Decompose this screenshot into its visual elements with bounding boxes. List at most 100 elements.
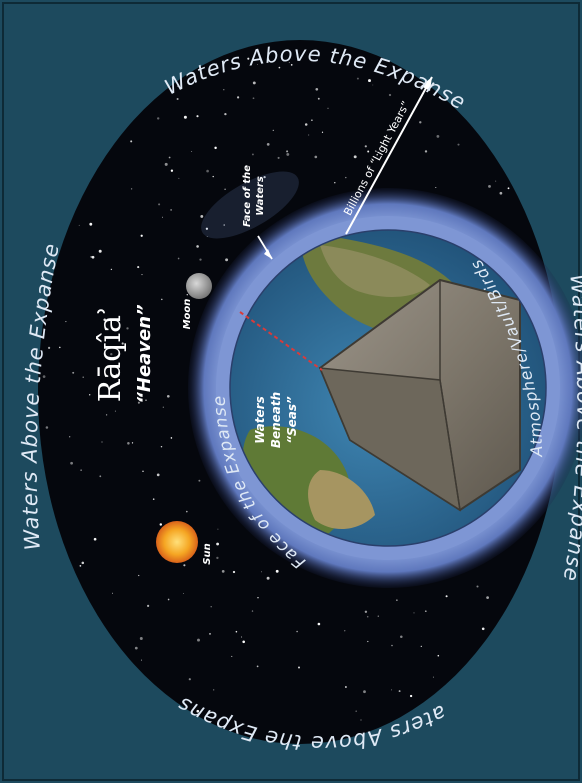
star — [59, 346, 61, 349]
star — [432, 676, 434, 678]
star — [197, 638, 200, 642]
star — [247, 57, 250, 60]
star — [286, 150, 289, 153]
earth — [230, 230, 546, 546]
star — [139, 637, 143, 640]
star — [213, 689, 215, 691]
star — [317, 622, 321, 626]
star — [317, 97, 320, 100]
star — [266, 143, 270, 146]
star — [419, 121, 422, 124]
star — [321, 131, 324, 133]
star — [89, 222, 93, 226]
star — [424, 610, 427, 613]
star — [209, 633, 211, 635]
raqia-title-group: Rāqîaʾ — [93, 306, 128, 402]
star — [69, 436, 71, 438]
star — [159, 523, 163, 526]
star — [215, 63, 218, 65]
star — [409, 694, 413, 698]
star — [196, 245, 199, 248]
star — [183, 564, 186, 567]
star — [364, 145, 367, 148]
star — [206, 235, 208, 237]
star — [45, 426, 49, 429]
star — [263, 175, 266, 179]
heaven-subtitle-group: “Heaven” — [134, 304, 155, 404]
star — [376, 154, 378, 156]
star — [98, 249, 102, 253]
star — [223, 89, 225, 91]
star — [72, 371, 75, 374]
star — [140, 234, 143, 237]
star — [168, 156, 171, 159]
star — [353, 155, 357, 159]
face-of-waters-label-line2: Waters — [255, 176, 266, 216]
star — [148, 342, 150, 344]
star — [224, 188, 226, 191]
star — [198, 479, 201, 482]
star — [212, 175, 214, 178]
star — [162, 406, 164, 408]
star — [298, 666, 300, 669]
star — [360, 719, 362, 721]
star — [251, 153, 254, 156]
star — [367, 150, 370, 153]
star — [224, 112, 227, 116]
star — [110, 353, 113, 356]
star — [275, 569, 279, 573]
waters-beneath-line3: “Seas” — [285, 396, 299, 444]
star — [344, 630, 346, 632]
star — [176, 85, 179, 87]
star — [152, 498, 155, 500]
earth-rim — [229, 229, 547, 547]
star — [214, 146, 217, 150]
star — [196, 115, 199, 118]
star — [156, 473, 160, 477]
star — [112, 592, 114, 594]
star — [221, 570, 225, 573]
star — [115, 373, 118, 376]
star — [437, 654, 440, 657]
star — [126, 327, 129, 330]
star — [344, 686, 347, 688]
galaxy-glow — [201, 171, 299, 239]
star — [160, 445, 163, 448]
star — [186, 293, 189, 296]
star — [208, 546, 210, 549]
star — [199, 258, 202, 261]
star — [216, 542, 220, 546]
star — [137, 266, 140, 269]
star — [231, 655, 233, 657]
star — [232, 570, 236, 574]
star — [372, 84, 374, 86]
star — [82, 376, 84, 378]
star — [216, 556, 219, 560]
star — [278, 66, 281, 69]
star — [495, 180, 497, 182]
star — [241, 636, 243, 638]
star — [499, 191, 503, 195]
star — [105, 414, 108, 416]
star — [315, 87, 319, 91]
star — [164, 162, 168, 166]
star — [130, 140, 133, 143]
star — [147, 604, 150, 608]
star — [488, 184, 491, 188]
star — [93, 537, 97, 541]
star — [363, 690, 366, 694]
waters-beneath-line1: Waters — [253, 396, 267, 443]
star — [70, 461, 73, 465]
moon-label-group: Moon — [182, 299, 193, 330]
star — [391, 689, 393, 691]
raqia-title: Rāqîaʾ — [93, 306, 128, 402]
star — [367, 640, 369, 643]
star — [110, 268, 113, 271]
star — [141, 274, 143, 276]
star — [236, 96, 240, 99]
star — [235, 630, 238, 633]
star — [42, 375, 46, 378]
star — [314, 155, 318, 159]
